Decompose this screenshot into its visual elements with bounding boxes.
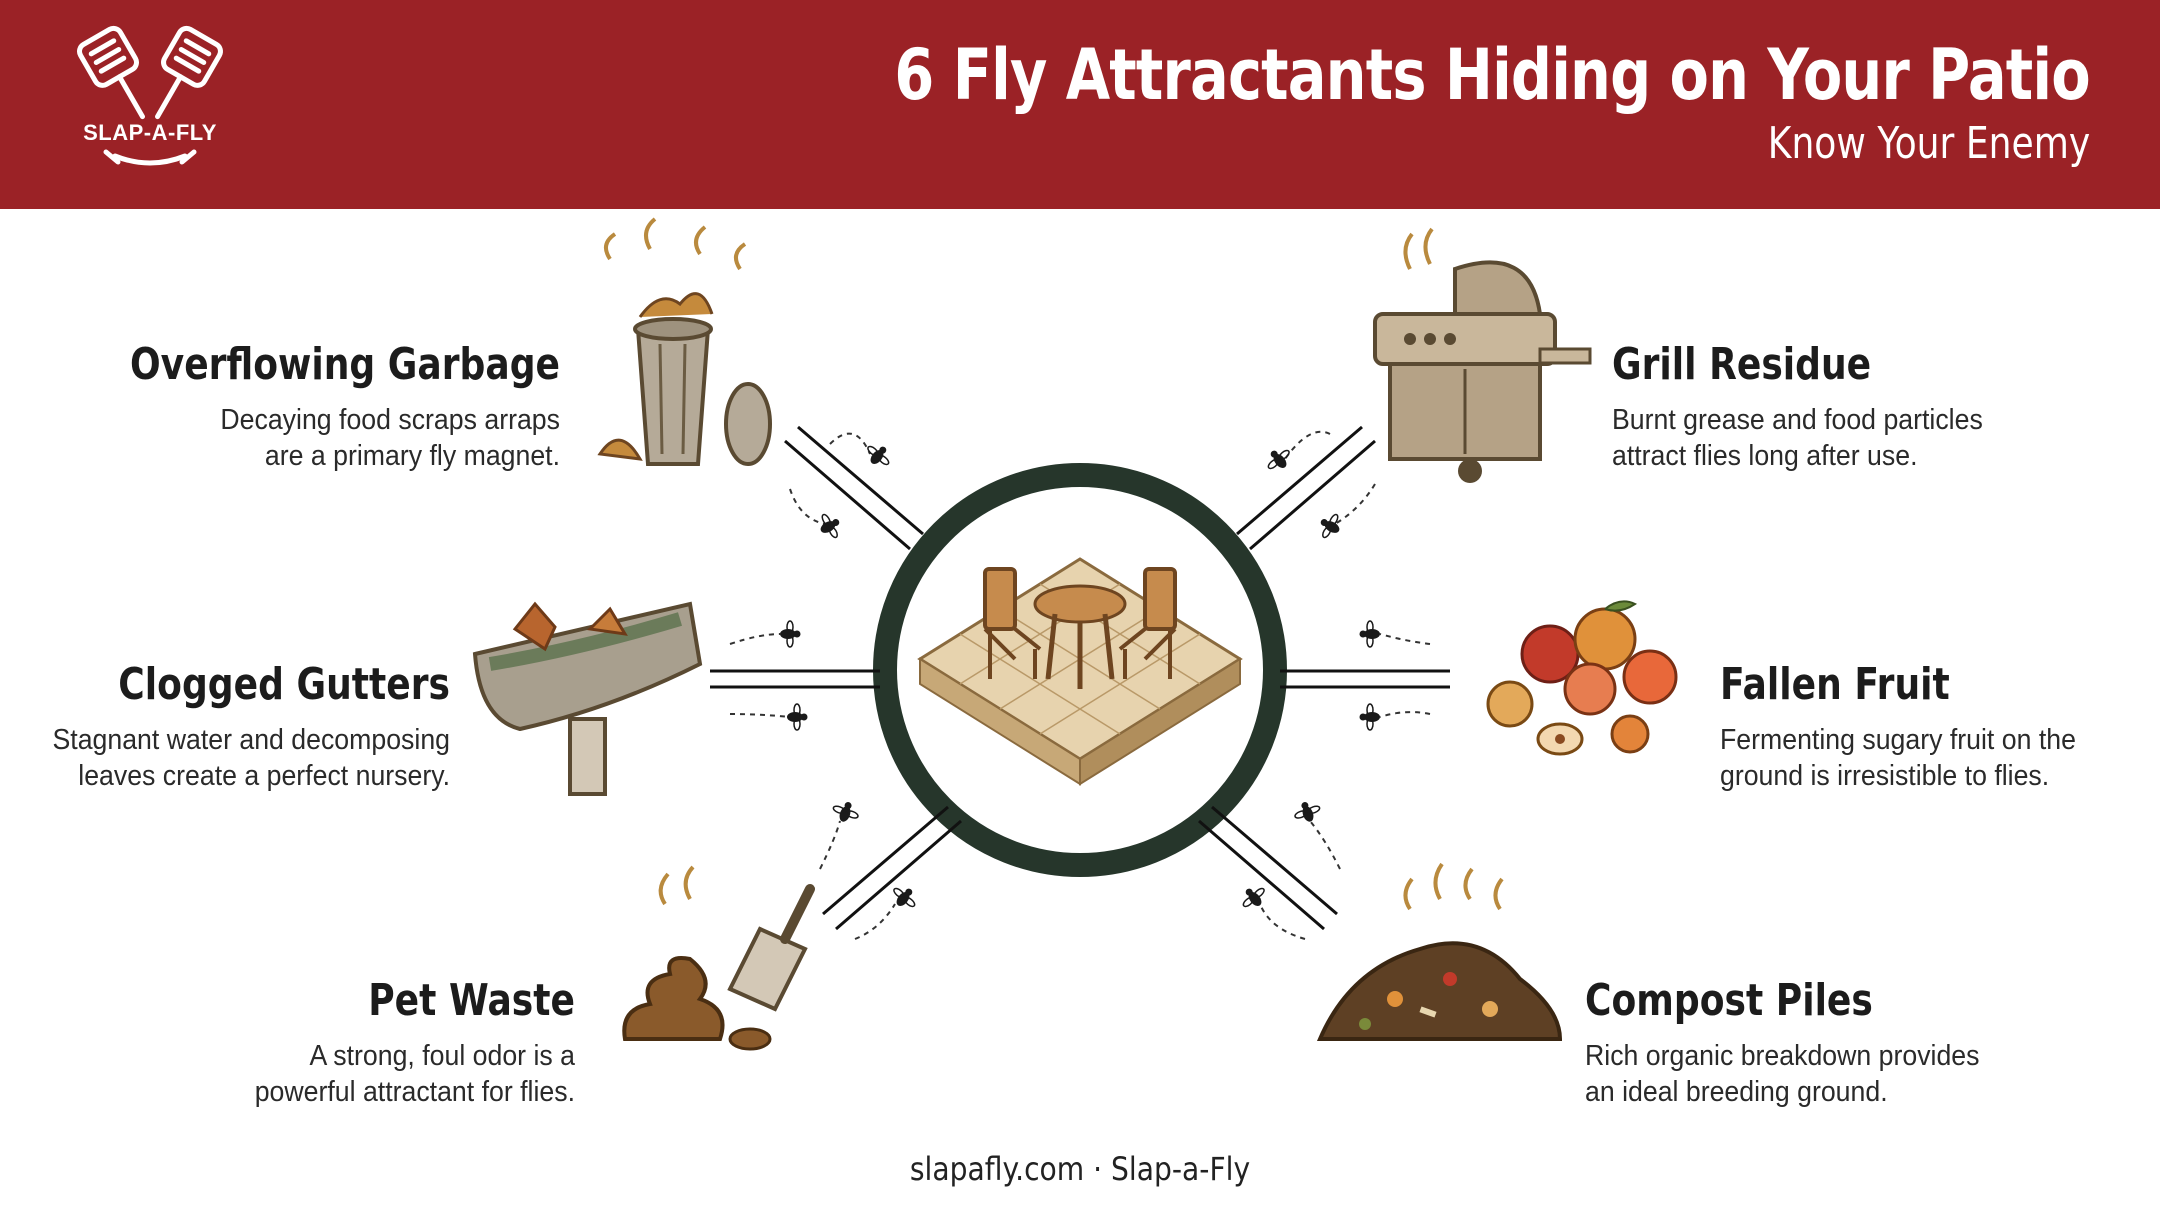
brand-logo: SLAP-A-FLY: [60, 24, 240, 174]
page-subtitle: Know Your Enemy: [1767, 118, 2090, 169]
fly-swatter-logo-icon: [77, 25, 223, 166]
attractant-pet-waste: Pet Waste A strong, foul odor is a power…: [0, 975, 575, 1110]
attractant-title: Grill Residue: [1612, 339, 1872, 390]
attractant-description-line: A strong, foul odor is a: [309, 1040, 575, 1072]
pet-waste-icon: [622, 865, 815, 1051]
attractant-description-line: Stagnant water and decomposing: [52, 724, 450, 756]
attractant-title: Clogged Gutters: [118, 659, 450, 710]
attractant-description-line: an ideal breeding ground.: [1585, 1076, 1888, 1108]
attractant-description-line: Decaying food scraps arraps: [220, 404, 560, 436]
attractant-grill-residue: Grill Residue Burnt grease and food part…: [1612, 339, 2160, 474]
attractant-title: Pet Waste: [368, 975, 575, 1026]
patio-table-icon: [917, 557, 1243, 786]
attractant-clogged-gutters: Clogged Gutters Stagnant water and decom…: [0, 659, 450, 794]
attractant-title: Overflowing Garbage: [130, 339, 560, 390]
logo-text: SLAP-A-FLY: [83, 120, 217, 145]
attractant-fallen-fruit: Fallen Fruit Fermenting sugary fruit on …: [1720, 659, 2160, 794]
garbage-can-icon: [597, 217, 772, 466]
attractant-description-line: Rich organic breakdown provides: [1585, 1040, 1980, 1072]
compost-icon: [1316, 862, 1563, 1041]
infographic-scene: Overflowing Garbage Decaying food scraps…: [0, 209, 2160, 1206]
grill-icon: [1373, 227, 1592, 483]
attractant-description-line: ground is irresistible to flies.: [1720, 760, 2050, 792]
attractant-description-line: are a primary fly magnet.: [264, 440, 560, 472]
attractant-description-line: attract flies long after use.: [1612, 440, 1918, 472]
fruit-icon: [1486, 600, 1678, 756]
attractant-description-line: leaves create a perfect nursery.: [78, 760, 450, 792]
attractant-description-line: Burnt grease and food particles: [1612, 404, 1983, 436]
attractant-description-line: Fermenting sugary fruit on the: [1720, 724, 2076, 756]
attractant-title: Compost Piles: [1585, 975, 1873, 1026]
header-banner: SLAP-A-FLY 6 Fly Attractants Hiding on Y…: [0, 0, 2160, 209]
page-title: 6 Fly Attractants Hiding on Your Patio: [894, 34, 2091, 116]
attractant-title: Fallen Fruit: [1720, 659, 1950, 710]
attractant-overflowing-garbage: Overflowing Garbage Decaying food scraps…: [0, 339, 560, 474]
footer-credit: slapafly.com · Slap-a-Fly: [909, 1150, 1251, 1188]
fly-trails: [729, 430, 1431, 940]
attractant-description-line: powerful attractant for flies.: [254, 1076, 575, 1108]
gutter-icon: [472, 601, 703, 796]
attractant-compost-piles: Compost Piles Rich organic breakdown pro…: [1585, 975, 2160, 1110]
connector-lines: [710, 425, 1450, 931]
diagram-graphics: [472, 217, 1678, 1051]
